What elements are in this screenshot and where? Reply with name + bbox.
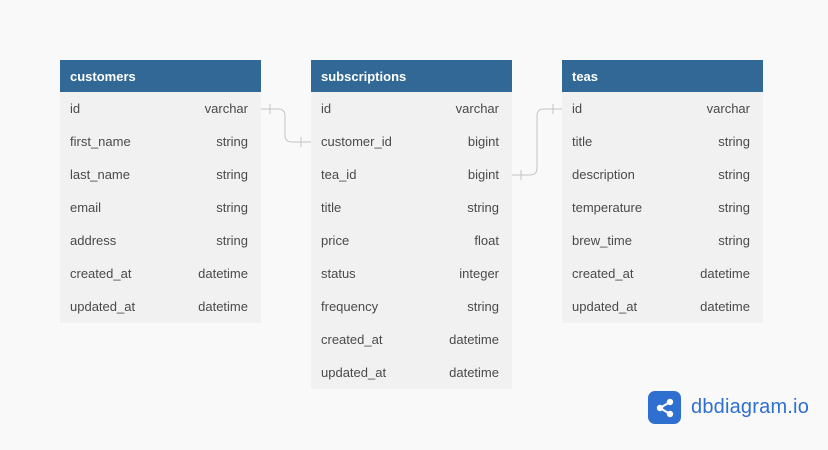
table-row[interactable]: first_name string: [60, 125, 261, 158]
column-name: email: [70, 200, 102, 215]
table-row[interactable]: tea_id bigint: [311, 158, 512, 191]
table-row[interactable]: created_at datetime: [562, 257, 763, 290]
column-type: datetime: [700, 299, 750, 314]
column-name: created_at: [70, 266, 132, 281]
column-type: varchar: [455, 101, 499, 116]
table-row[interactable]: updated_at datetime: [311, 356, 512, 389]
table-row[interactable]: created_at datetime: [60, 257, 261, 290]
column-type: datetime: [700, 266, 750, 281]
column-name: updated_at: [572, 299, 638, 314]
column-name: address: [70, 233, 117, 248]
column-type: string: [718, 233, 750, 248]
column-name: created_at: [321, 332, 383, 347]
table-row[interactable]: created_at datetime: [311, 323, 512, 356]
column-name: tea_id: [321, 167, 357, 182]
table-header[interactable]: customers: [60, 60, 261, 92]
column-type: bigint: [467, 167, 499, 182]
column-type: string: [467, 200, 499, 215]
table-row[interactable]: customer_id bigint: [311, 125, 512, 158]
column-type: datetime: [449, 332, 499, 347]
table-row[interactable]: last_name string: [60, 158, 261, 191]
column-name: temperature: [572, 200, 643, 215]
brand-name: dbdiagram.io: [691, 396, 810, 418]
table-teas[interactable]: teas id varchar title string description st…: [562, 60, 763, 323]
table-row[interactable]: updated_at datetime: [60, 290, 261, 323]
table-row[interactable]: price float: [311, 224, 512, 257]
column-name: id: [321, 101, 332, 116]
column-type: float: [474, 233, 499, 248]
column-name: frequency: [321, 299, 379, 314]
column-type: string: [216, 167, 248, 182]
table-row[interactable]: frequency string: [311, 290, 512, 323]
column-name: created_at: [572, 266, 634, 281]
column-name: brew_time: [572, 233, 632, 248]
table-row[interactable]: updated_at datetime: [562, 290, 763, 323]
column-name: title: [572, 134, 593, 149]
column-name: description: [572, 167, 635, 182]
column-name: first_name: [70, 134, 131, 149]
table-row[interactable]: address string: [60, 224, 261, 257]
table-row[interactable]: brew_time string: [562, 224, 763, 257]
table-row[interactable]: description string: [562, 158, 763, 191]
table-row[interactable]: title string: [562, 125, 763, 158]
column-type: string: [718, 200, 750, 215]
table-header[interactable]: subscriptions: [311, 60, 512, 92]
column-type: string: [216, 233, 248, 248]
table-header[interactable]: teas: [562, 60, 763, 92]
column-name: id: [70, 101, 81, 116]
link-subscriptions-teas[interactable]: [512, 108, 562, 176]
column-type: varchar: [204, 101, 248, 116]
table-row[interactable]: title string: [311, 191, 512, 224]
column-name: price: [321, 233, 350, 248]
column-type: string: [718, 134, 750, 149]
table-row[interactable]: email string: [60, 191, 261, 224]
brand-logo-link[interactable]: dbdiagram.io: [648, 391, 809, 424]
column-name: updated_at: [70, 299, 136, 314]
share-nodes-icon: [648, 391, 681, 424]
column-type: string: [216, 200, 248, 215]
table-row[interactable]: id varchar: [60, 92, 261, 125]
column-type: datetime: [198, 299, 248, 314]
column-name: title: [321, 200, 342, 215]
table-row[interactable]: id varchar: [562, 92, 763, 125]
column-name: updated_at: [321, 365, 387, 380]
column-type: datetime: [449, 365, 499, 380]
table-row[interactable]: status integer: [311, 257, 512, 290]
column-type: varchar: [706, 101, 750, 116]
column-type: string: [216, 134, 248, 149]
column-type: datetime: [198, 266, 248, 281]
column-name: customer_id: [321, 134, 392, 149]
column-type: bigint: [467, 134, 499, 149]
column-name: status: [321, 266, 356, 281]
column-type: string: [467, 299, 499, 314]
column-type: integer: [459, 266, 499, 281]
column-type: string: [718, 167, 750, 182]
table-row[interactable]: temperature string: [562, 191, 763, 224]
table-row[interactable]: id varchar: [311, 92, 512, 125]
column-name: last_name: [70, 167, 130, 182]
link-customers-subscriptions[interactable]: [261, 108, 311, 143]
column-name: id: [572, 101, 583, 116]
